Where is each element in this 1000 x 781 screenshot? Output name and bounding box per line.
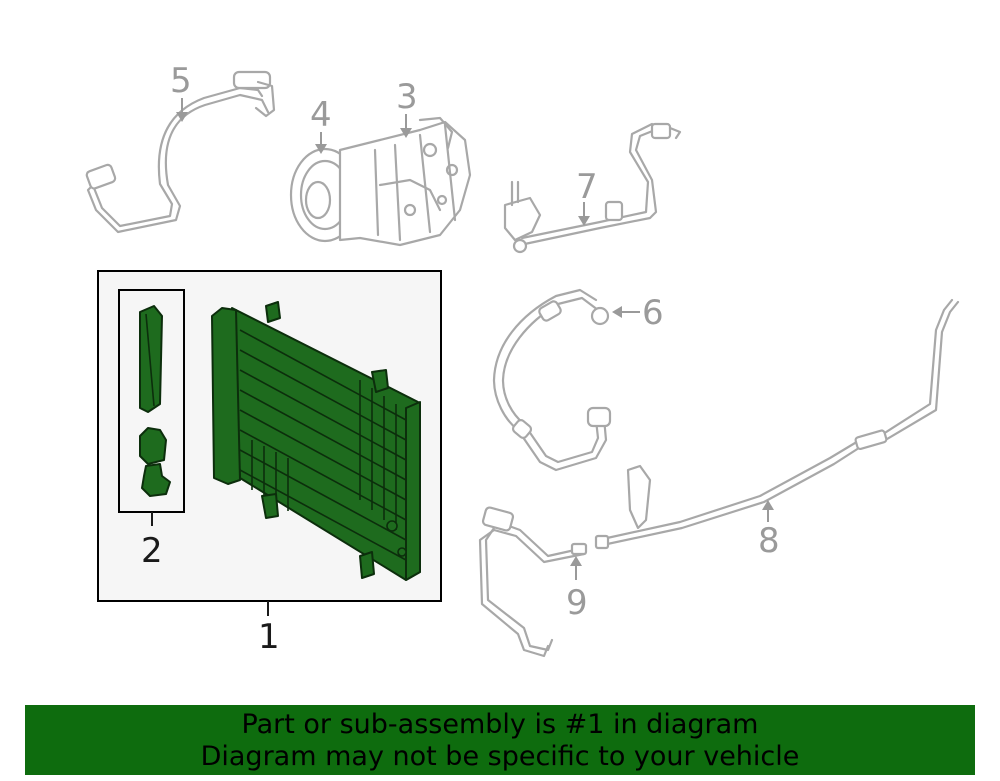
arrow-9	[570, 556, 582, 566]
callout-9: 9	[566, 583, 588, 623]
part-1-condenser[interactable]	[211, 301, 421, 581]
callout-6: 6	[642, 293, 664, 333]
callout-4: 4	[310, 95, 332, 135]
part-3-compressor[interactable]	[289, 116, 472, 247]
arrow-5	[176, 112, 188, 122]
arrow-4	[315, 144, 327, 154]
callout-7: 7	[576, 167, 598, 207]
parts-diagram: 5 4 3 7 6	[85, 61, 960, 658]
part-8-tube[interactable]	[594, 298, 960, 550]
callout-1: 1	[258, 617, 280, 657]
arrow-6	[612, 306, 622, 318]
fitment-notice-banner: Part or sub-assembly is #1 in diagram Di…	[25, 705, 975, 775]
callout-5: 5	[170, 61, 192, 101]
part-6-hose[interactable]	[492, 288, 612, 472]
part-2-dryer-kit[interactable]	[139, 305, 171, 497]
banner-line-2: Diagram may not be specific to your vehi…	[200, 741, 800, 772]
part-5-hose[interactable]	[85, 70, 276, 234]
arrow-7	[578, 216, 590, 226]
callout-8: 8	[758, 521, 780, 561]
arrow-8	[762, 500, 774, 510]
callout-2: 2	[141, 531, 163, 571]
part-7-pipe[interactable]	[503, 122, 682, 254]
banner-line-1: Part or sub-assembly is #1 in diagram	[241, 709, 759, 740]
arrow-3	[400, 128, 412, 138]
callout-3: 3	[396, 77, 418, 117]
part-9-pipe[interactable]	[478, 506, 588, 658]
